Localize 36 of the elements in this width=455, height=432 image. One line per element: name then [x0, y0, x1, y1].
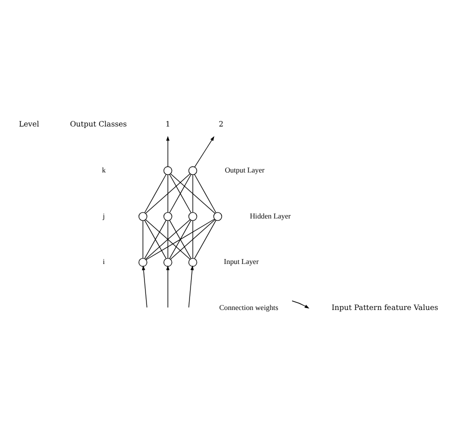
- label: Output Layer: [224, 165, 265, 174]
- arrow: [292, 300, 310, 308]
- node-text: Connection weights: [219, 302, 278, 312]
- connector: [192, 220, 194, 258]
- label: j: [102, 210, 105, 220]
- node-circle: [188, 257, 198, 266]
- node-circle: [188, 166, 198, 175]
- node-circle: [163, 257, 172, 266]
- node-circle: [213, 212, 222, 220]
- label: i: [102, 256, 105, 266]
- node-circle: [163, 212, 172, 220]
- connector: [144, 174, 166, 212]
- arrow: [166, 136, 170, 166]
- node-circle: [163, 166, 172, 175]
- connector: [170, 172, 216, 214]
- connector: [169, 220, 192, 258]
- arrow: [188, 264, 194, 308]
- connector: [192, 174, 194, 212]
- arrow: [194, 136, 214, 167]
- connector: [144, 220, 166, 258]
- label: Input Layer: [224, 256, 259, 266]
- connector: [194, 174, 216, 212]
- connector: [170, 218, 216, 260]
- node-circle: [188, 212, 198, 220]
- arrow: [142, 264, 148, 308]
- arrow: [166, 264, 170, 308]
- connector: [145, 218, 190, 260]
- connector: [142, 220, 144, 258]
- label: Hidden Layer: [250, 210, 291, 220]
- connector: [145, 172, 190, 214]
- connector: [146, 218, 215, 260]
- node-circle: [138, 257, 148, 266]
- node-circle: [138, 212, 148, 220]
- connector: [169, 174, 192, 212]
- connector: [194, 220, 216, 258]
- label: k: [102, 165, 106, 174]
